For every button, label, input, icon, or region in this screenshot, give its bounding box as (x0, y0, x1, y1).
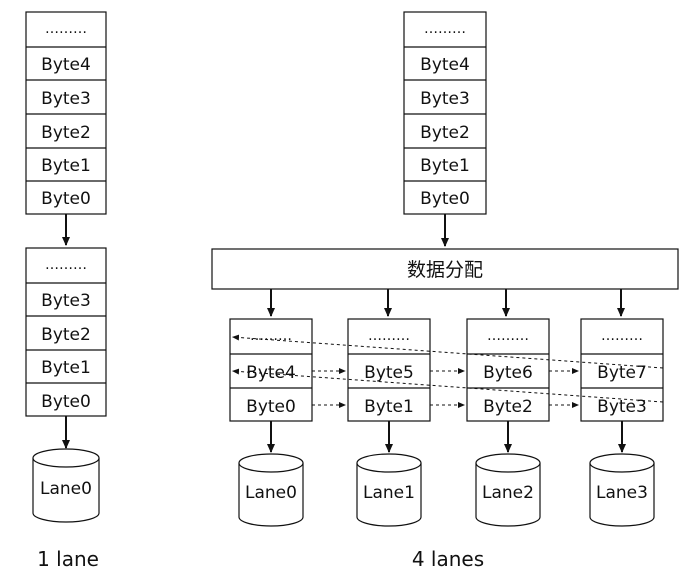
lane-stack-cell-byte1: Byte1 (41, 358, 91, 378)
stack-cell-byte0: Byte0 (41, 189, 91, 209)
lane0-cell-byte0: Byte0 (246, 397, 296, 417)
stack-cell-byte0: Byte0 (420, 189, 470, 209)
lane0-label: Lane0 (245, 483, 297, 503)
stack-cell-byte1: Byte1 (41, 156, 91, 176)
caption-1-lane: 1 lane (37, 547, 99, 571)
lane0-cell-byte4: Byte4 (246, 363, 296, 383)
lane-stack-cell-byte0: Byte0 (41, 392, 91, 412)
lane1-label: Lane1 (363, 483, 415, 503)
one-lane-lane0-cylinder: Lane0 (32, 448, 100, 523)
caption-4-lanes: 4 lanes (412, 547, 484, 571)
lane-stack-cell-byte2: Byte2 (41, 325, 91, 345)
lane1-stack: ……… Byte5 Byte1 (347, 318, 431, 422)
stack-cell-dots: ……… (45, 21, 87, 37)
stack-cell-byte1: Byte1 (420, 156, 470, 176)
lane0-cylinder: Lane0 (238, 453, 304, 527)
stack-cell-byte4: Byte4 (420, 55, 470, 75)
lane2-stack: ……… Byte6 Byte2 (466, 318, 550, 422)
lane1-cylinder: Lane1 (356, 453, 422, 527)
distributor-label: 数据分配 (407, 259, 483, 281)
lane1-cell-byte5: Byte5 (364, 363, 414, 383)
stack-cell-byte2: Byte2 (41, 123, 91, 143)
dashed-arrow-byte3-to-byte4 (231, 368, 664, 403)
stack-cell-byte3: Byte3 (41, 89, 91, 109)
lane-label: Lane0 (40, 479, 92, 499)
one-lane-lane-stack: ……… Byte3 Byte2 Byte1 Byte0 (25, 247, 107, 417)
lane3-cylinder: Lane3 (589, 453, 655, 527)
lane-stack-cell-byte3: Byte3 (41, 291, 91, 311)
stack-cell-byte3: Byte3 (420, 89, 470, 109)
lane3-label: Lane3 (596, 483, 648, 503)
lane2-label: Lane2 (482, 483, 534, 503)
stack-cell-dots: ……… (424, 21, 466, 37)
lane3-cell-byte7: Byte7 (597, 363, 647, 383)
data-distributor-box: 数据分配 (211, 248, 679, 290)
stack-cell-byte2: Byte2 (420, 123, 470, 143)
lane2-cell-byte2: Byte2 (483, 397, 533, 417)
four-lanes-input-stack: ……… Byte4 Byte3 Byte2 Byte1 Byte0 (403, 11, 487, 215)
lane0-cell-dots: ……… (250, 328, 292, 344)
lane3-cell-dots: ……… (601, 328, 643, 344)
lane2-cylinder: Lane2 (475, 453, 541, 527)
lane3-stack: ……… Byte7 Byte3 (580, 318, 664, 422)
lane-stack-cell-dots: ……… (45, 257, 87, 273)
lane1-cell-byte1: Byte1 (364, 397, 414, 417)
one-lane-input-stack: ……… Byte4 Byte3 Byte2 Byte1 Byte0 (25, 11, 107, 215)
stack-cell-byte4: Byte4 (41, 55, 91, 75)
lane1-cell-dots: ……… (368, 328, 410, 344)
lane2-cell-dots: ……… (487, 328, 529, 344)
dashed-arrow-byte7-to-next (231, 334, 664, 369)
lane2-cell-byte6: Byte6 (483, 363, 533, 383)
lane0-stack: ……… Byte4 Byte0 (229, 318, 313, 422)
lane3-cell-byte3: Byte3 (597, 397, 647, 417)
